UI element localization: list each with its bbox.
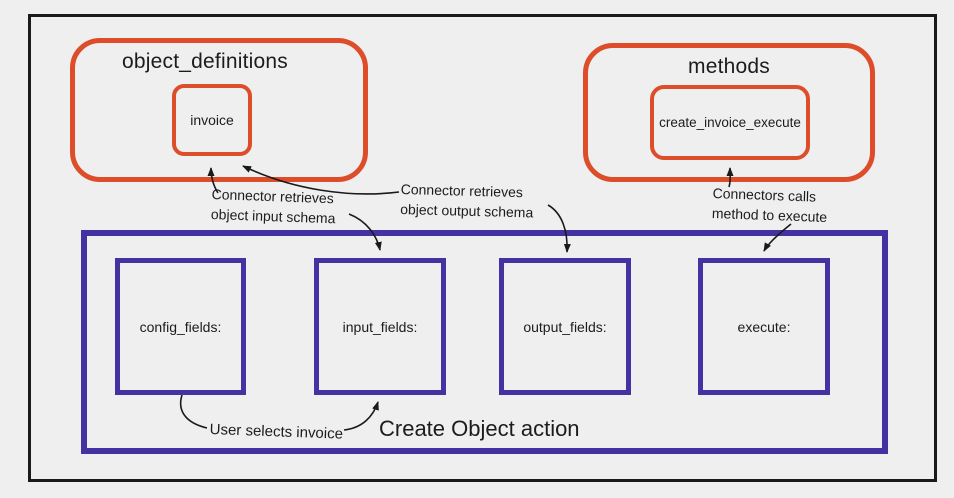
input-fields-box: input_fields: <box>314 258 446 395</box>
methods-title: methods <box>688 55 770 78</box>
annotation-output-schema: Connector retrieves object output schema <box>400 180 534 221</box>
output-fields-label: output_fields: <box>523 318 607 335</box>
create-object-action-title: Create Object action <box>379 416 580 441</box>
output-fields-box: output_fields: <box>499 258 631 395</box>
annotation-input-schema: Connector retrieves object input schema <box>210 185 336 227</box>
annotation-method-execute: Connectors calls method to execute <box>711 184 828 225</box>
object-definitions-container: object_definitions <box>70 38 368 182</box>
execute-box: execute: <box>698 258 830 395</box>
input-fields-label: input_fields: <box>342 318 418 335</box>
object-definitions-title: object_definitions <box>122 50 288 73</box>
diagram-frame <box>28 14 937 482</box>
invoice-label: invoice <box>190 112 234 128</box>
execute-label: execute: <box>737 318 791 335</box>
create-object-action-container <box>81 230 888 454</box>
config-fields-box: config_fields: <box>115 258 246 395</box>
config-fields-label: config_fields: <box>139 318 222 335</box>
create-invoice-execute-label: create_invoice_execute <box>659 115 801 130</box>
invoice-box: invoice <box>172 84 252 156</box>
create-invoice-execute-box: create_invoice_execute <box>650 85 810 160</box>
